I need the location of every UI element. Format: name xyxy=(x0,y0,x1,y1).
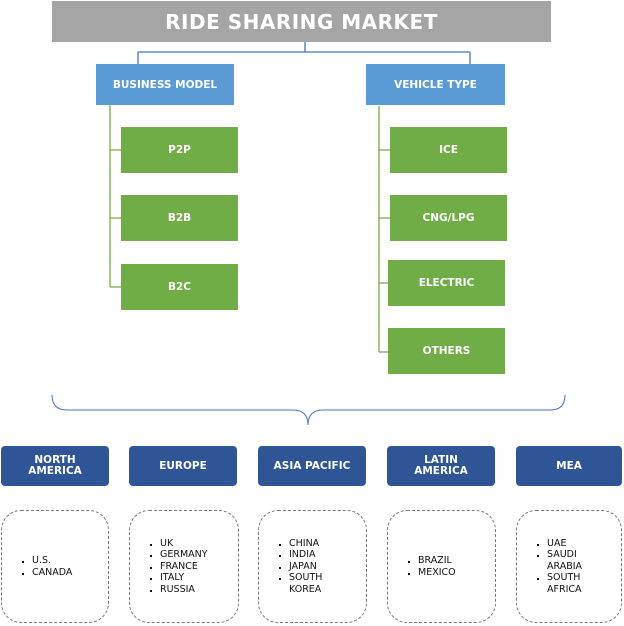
leaf-b2c: B2C xyxy=(121,264,238,310)
countries-latin-america: BRAZIL MEXICO xyxy=(387,510,496,623)
countries-europe: UK GERMANY FRANCE ITALY RUSSIA xyxy=(129,510,239,623)
countries-asia-pacific: CHINA INDIA JAPAN SOUTH KOREA xyxy=(258,510,367,623)
country: ITALY xyxy=(160,572,208,584)
region-brace xyxy=(51,394,566,426)
countries-mea: UAE SAUDI ARABIA SOUTH AFRICA xyxy=(516,510,622,623)
countries-north-america: U.S. CANADA xyxy=(1,510,109,623)
country: SOUTH AFRICA xyxy=(547,572,587,595)
leaf-b2b: B2B xyxy=(121,195,238,241)
region-mea: MEA xyxy=(516,446,622,486)
country: CANADA xyxy=(32,567,72,579)
country: UAE xyxy=(547,538,587,550)
region-north-america: NORTH AMERICA xyxy=(1,446,109,486)
country: UK xyxy=(160,538,208,550)
country: SOUTH KOREA xyxy=(289,572,329,595)
country: U.S. xyxy=(32,555,72,567)
leaf-others: OTHERS xyxy=(388,328,505,374)
leaf-ice: ICE xyxy=(390,127,507,173)
region-latin-america: LATIN AMERICA xyxy=(387,446,495,486)
country: JAPAN xyxy=(289,561,329,573)
country: MEXICO xyxy=(418,567,456,579)
leaf-electric: ELECTRIC xyxy=(388,260,505,306)
leaf-p2p: P2P xyxy=(121,127,238,173)
region-europe: EUROPE xyxy=(129,446,237,486)
country: GERMANY xyxy=(160,549,208,561)
country: FRANCE xyxy=(160,561,208,573)
category-vehicle-type: VEHICLE TYPE xyxy=(366,64,505,105)
country: RUSSIA xyxy=(160,584,208,596)
region-asia-pacific: ASIA PACIFIC xyxy=(258,446,366,486)
category-business-model: BUSINESS MODEL xyxy=(96,64,234,105)
country: SAUDI ARABIA xyxy=(547,549,587,572)
country: BRAZIL xyxy=(418,555,456,567)
country: INDIA xyxy=(289,549,329,561)
diagram-title: RIDE SHARING MARKET xyxy=(52,1,551,42)
leaf-cng-lpg: CNG/LPG xyxy=(390,195,507,241)
country: CHINA xyxy=(289,538,329,550)
